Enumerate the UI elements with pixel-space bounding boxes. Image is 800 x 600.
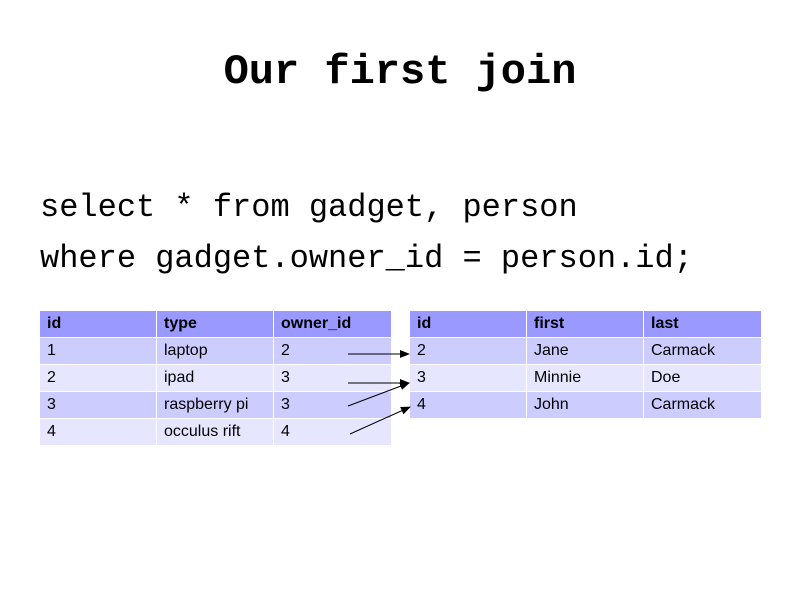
person-header-last: last <box>644 311 761 338</box>
gadget-header-row: id type owner_id <box>40 311 391 338</box>
gadget-cell-owner-id: 2 <box>274 338 391 365</box>
gadget-row: 3 raspberry pi 3 <box>40 392 391 419</box>
gadget-header-type: type <box>157 311 274 338</box>
person-cell-last: Doe <box>644 365 761 392</box>
gadget-cell-type: raspberry pi <box>157 392 274 419</box>
person-row: 3 Minnie Doe <box>410 365 761 392</box>
person-header-id: id <box>410 311 527 338</box>
person-cell-last: Carmack <box>644 392 761 419</box>
gadget-cell-type: laptop <box>157 338 274 365</box>
gadget-cell-type: ipad <box>157 365 274 392</box>
person-header-first: first <box>527 311 644 338</box>
slide-title: Our first join <box>223 48 577 96</box>
gadget-header-owner-id: owner_id <box>274 311 391 338</box>
gadget-table: id type owner_id 1 laptop 2 2 ipad 3 3 r… <box>40 311 391 446</box>
sql-select-line: select * from gadget, person <box>40 189 578 226</box>
gadget-cell-id: 1 <box>40 338 157 365</box>
gadget-cell-id: 3 <box>40 392 157 419</box>
gadget-cell-type: occulus rift <box>157 419 274 446</box>
gadget-cell-owner-id: 4 <box>274 419 391 446</box>
sql-where-line: where gadget.owner_id = person.id; <box>40 240 693 277</box>
person-cell-first: John <box>527 392 644 419</box>
gadget-row: 2 ipad 3 <box>40 365 391 392</box>
person-cell-last: Carmack <box>644 338 761 365</box>
gadget-cell-owner-id: 3 <box>274 392 391 419</box>
gadget-cell-id: 2 <box>40 365 157 392</box>
person-row: 4 John Carmack <box>410 392 761 419</box>
person-cell-first: Jane <box>527 338 644 365</box>
gadget-cell-owner-id: 3 <box>274 365 391 392</box>
person-cell-first: Minnie <box>527 365 644 392</box>
person-cell-id: 4 <box>410 392 527 419</box>
gadget-row: 1 laptop 2 <box>40 338 391 365</box>
person-cell-id: 2 <box>410 338 527 365</box>
gadget-cell-id: 4 <box>40 419 157 446</box>
person-cell-id: 3 <box>410 365 527 392</box>
gadget-header-id: id <box>40 311 157 338</box>
person-table: id first last 2 Jane Carmack 3 Minnie Do… <box>410 311 761 419</box>
gadget-row: 4 occulus rift 4 <box>40 419 391 446</box>
person-header-row: id first last <box>410 311 761 338</box>
person-row: 2 Jane Carmack <box>410 338 761 365</box>
